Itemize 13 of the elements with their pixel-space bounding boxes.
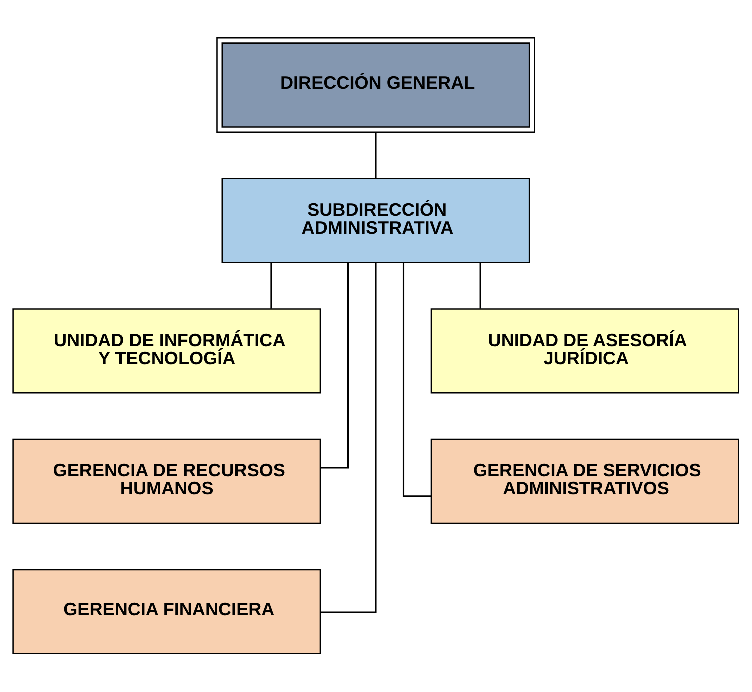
node-box: GERENCIA DE SERVICIOS ADMINISTRATIVOS [430,438,740,524]
node-box: UNIDAD DE ASESORÍA JURÍDICA [430,308,740,394]
connector [375,132,377,179]
connector [270,262,272,309]
node-box: GERENCIA FINANCIERA [12,569,322,654]
node-box: GERENCIA DE RECURSOS HUMANOS [12,438,322,524]
node-box: UNIDAD DE INFORMÁTICA Y TECNOLOGÍA [12,308,322,394]
node-box: DIRECCIÓN GENERAL [216,38,536,134]
connector [320,263,350,469]
connector [320,263,377,614]
connector [402,263,432,498]
connector [480,262,482,309]
node-box: SUBDIRECCIÓN ADMINISTRATIVA [222,178,530,264]
